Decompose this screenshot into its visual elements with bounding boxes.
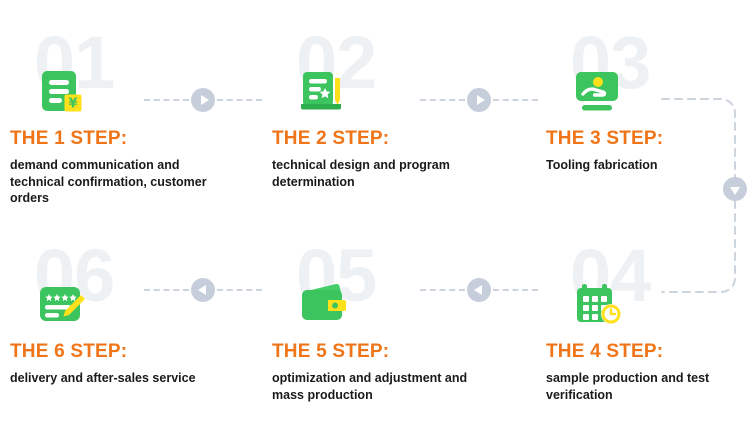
step-description-1: demand communication and technical confi… [10,158,207,205]
connector-step1-to-step2 [144,87,262,113]
step-title-2: THE 2 STEP: [272,128,390,149]
dashed-line [420,289,465,291]
dashed-line [217,99,262,101]
dashed-line [144,99,189,101]
dashed-line [217,289,262,291]
step-description-5: optimization and adjustment and mass pro… [272,371,468,402]
dashed-line [420,99,465,101]
chevron-right-icon [467,88,491,112]
hand-tooling-icon [572,66,624,118]
document-money-icon: ¥ [36,66,88,118]
step-card-3: 03 THE 3 STEP: Tooling fabrication [546,26,750,174]
chevron-down-icon [723,177,747,201]
connector-step4-to-step5 [420,277,538,303]
step-description-2: technical design and program determinati… [272,158,450,189]
step-description-6: delivery and after-sales service [10,371,196,385]
connector-step5-to-step6 [144,277,262,303]
step-card-6: 06 THE 6 STEP: delivery and after-sales … [10,239,250,387]
step-card-5: 05 THE 5 STEP: optimization and adjustme… [272,239,512,403]
step-title-3: THE 3 STEP: [546,128,664,149]
svg-text:¥: ¥ [68,97,77,112]
step-card-2: 02 THE 2 STEP: technical design and prog… [272,26,512,190]
document-star-pencil-icon [298,66,350,118]
step-title-6: THE 6 STEP: [10,341,128,362]
step-title-1: THE 1 STEP: [10,128,128,149]
chevron-right-icon [191,88,215,112]
step-card-4: 04 THE 4 STEP: sample production and tes… [546,239,750,403]
step-title-5: THE 5 STEP: [272,341,390,362]
dashed-line [493,289,538,291]
connector-step2-to-step3 [420,87,538,113]
dashed-line [144,289,189,291]
review-stars-pencil-icon [36,279,88,331]
wallet-icon [298,279,350,331]
calendar-clock-icon [572,279,624,331]
step-description-4: sample production and test verification [546,371,710,402]
chevron-left-icon [191,278,215,302]
dashed-line [493,99,538,101]
connector-step3-to-step4 [660,88,750,303]
step-title-4: THE 4 STEP: [546,341,664,362]
chevron-left-icon [467,278,491,302]
step-description-3: Tooling fabrication [546,158,658,172]
step-card-1: 01 ¥ THE 1 STEP: demand communication an… [10,26,250,207]
